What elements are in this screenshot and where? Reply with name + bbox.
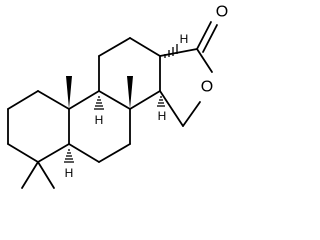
gem-dimethyl [21,161,55,189]
hydrogen-label-9: H [95,113,104,127]
hashed-bonds [64,44,178,163]
ring-a [7,90,70,163]
structure-canvas: O O H H H H [7,4,229,189]
ring-c [98,37,161,110]
hydrogen-label-13: H [180,32,189,46]
bond-b1 [68,90,100,110]
ring-oxygen-label: O [201,79,213,96]
bond-a4 [7,143,39,163]
bond-l3 [182,101,201,127]
hash-h-8a [157,96,165,107]
lactone-ring [159,21,218,127]
bond-methyl-4a [21,161,39,189]
hash-h-5 [64,149,74,163]
wedge-methyl-8 [127,76,133,109]
bond-carbonyl-1 [196,21,212,50]
bond-b4 [98,143,131,163]
angular-methyls [66,76,133,109]
bond-a2 [7,90,39,110]
atom-labels: O O H H H H [65,4,229,181]
bond-a1 [37,90,70,110]
ring-b [68,90,131,163]
hash-h-9 [94,96,104,110]
bond-b5 [68,143,100,163]
carbonyl-oxygen-label: O [216,4,228,21]
bond-a5 [37,143,70,163]
bond-c5 [129,90,161,110]
bond-c3 [129,37,161,57]
bond-l2 [196,48,213,73]
bond-methyl-4b [37,161,55,189]
bond-l4 [159,90,184,127]
bond-c2 [98,37,131,57]
wedge-methyl-10 [66,76,72,109]
hash-h-13 [164,44,178,58]
bond-b2 [98,90,131,110]
bond-carbonyl-2 [202,24,218,53]
bond-l1 [159,48,198,57]
molecule-structure: O O H H H H [7,4,229,189]
hydrogen-label-8a: H [158,109,167,123]
hydrogen-label-5: H [65,166,74,180]
